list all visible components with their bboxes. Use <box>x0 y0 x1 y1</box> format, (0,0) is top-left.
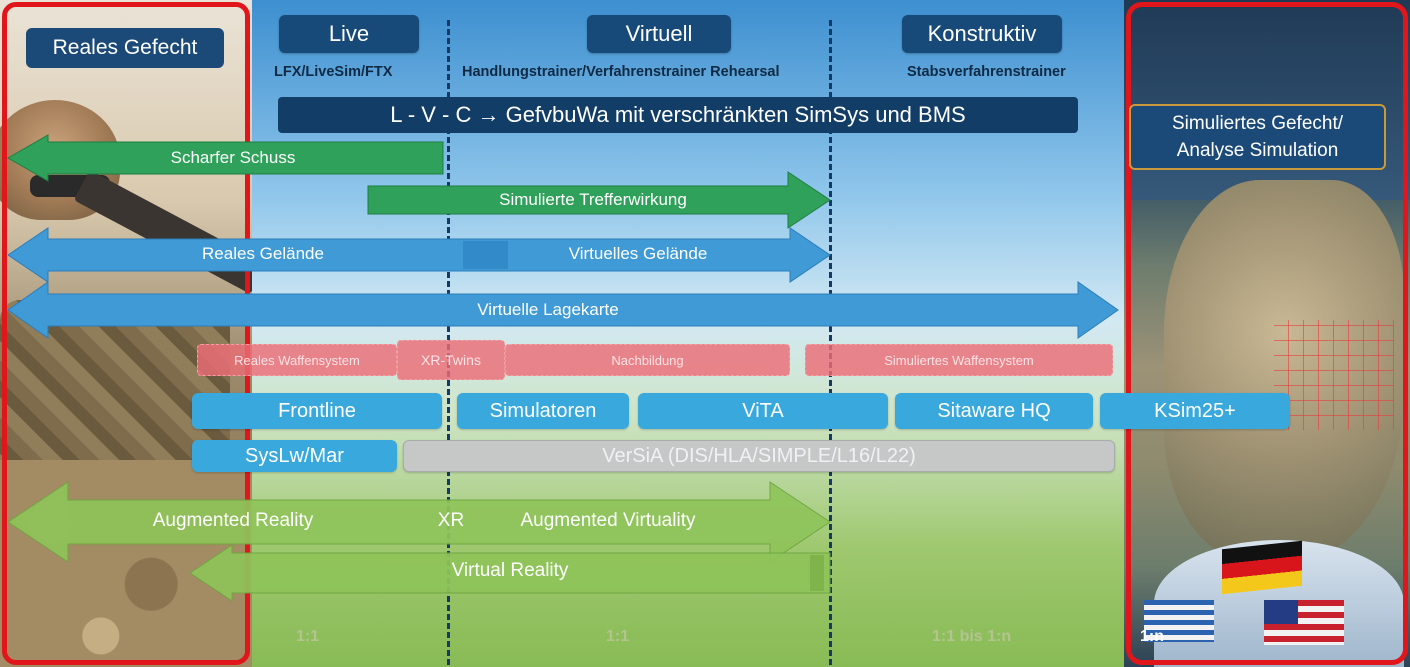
versia-system: VerSiA (DIS/HLA/SIMPLE/L16/L22) <box>403 440 1115 472</box>
us-flag-icon <box>1264 600 1344 645</box>
virtual-constructive-divider <box>829 20 832 665</box>
replica-weapon-system: Nachbildung <box>505 344 790 376</box>
real-weapon-system: Reales Waffensystem <box>197 344 397 376</box>
terrain-arrow-shape <box>7 227 831 283</box>
xr-twins: XR-Twins <box>397 340 505 380</box>
simulation-map-panel <box>1124 0 1410 667</box>
virtual-subtitle: Handlungstrainer/Verfahrenstrainer Rehea… <box>462 64 780 80</box>
vita-system: ViTA <box>638 393 888 429</box>
live-fire-label: Scharfer Schuss <box>170 148 296 167</box>
simulators-system: Simulatoren <box>457 393 629 429</box>
virtual-reality-arrow-shape <box>189 544 831 602</box>
xr-arrow: Augmented Reality XR Augmented Virtualit… <box>7 481 831 563</box>
left-red-frame <box>2 2 250 665</box>
live-subtitle: LFX/LiveSim/FTX <box>274 64 393 80</box>
constructive-ratio: 1:1 bis 1:n <box>932 628 1012 645</box>
augmented-reality-label: Augmented Reality <box>152 510 314 531</box>
augmented-virtuality-label: Augmented Virtuality <box>520 510 696 531</box>
greek-flag-icon <box>1144 600 1214 642</box>
live-fire-arrow-shape <box>6 134 444 182</box>
simulated-hit-arrow: Simulierte Trefferwirkung <box>367 171 831 229</box>
constructive-subtitle: Stabsverfahrenstrainer <box>907 64 1066 80</box>
simulated-weapon-system: Simuliertes Waffensystem <box>805 344 1113 376</box>
soldier-photo-panel <box>0 0 252 667</box>
ksim-system: KSim25+ <box>1100 393 1290 429</box>
xr-arrow-shape <box>7 481 831 563</box>
simulation-ratio: 1:n <box>1140 628 1164 645</box>
constructive-header: Konstruktiv <box>902 15 1062 53</box>
simulated-hit-arrow-shape <box>367 171 831 229</box>
terrain-arrow: Reales Gelände Virtuelles Gelände <box>7 227 831 283</box>
real-combat-label: Reales Gefecht <box>26 28 224 68</box>
lvc-banner: L - V - C → GefvbuWa mit verschränkten S… <box>278 97 1078 133</box>
simulated-combat-label: Simuliertes Gefecht/ Analyse Simulation <box>1129 104 1386 170</box>
virtual-ratio: 1:1 <box>606 628 630 645</box>
virtual-map-arrow-shape <box>7 281 1119 339</box>
real-terrain-label: Reales Gelände <box>202 244 324 263</box>
virtual-reality-label: Virtual Reality <box>451 560 569 581</box>
virtual-reality-arrow: Virtual Reality <box>189 544 831 602</box>
virtual-map-label: Virtuelle Lagekarte <box>477 300 619 319</box>
virtual-header: Virtuell <box>587 15 731 53</box>
live-ratio: 1:1 <box>296 628 320 645</box>
syslw-system: SysLw/Mar <box>192 440 397 472</box>
right-red-frame <box>1126 2 1408 665</box>
live-header: Live <box>279 15 419 53</box>
xr-label: XR <box>437 510 465 531</box>
live-fire-arrow: Scharfer Schuss <box>6 134 444 182</box>
frontline-system: Frontline <box>192 393 442 429</box>
simulated-hit-label: Simulierte Trefferwirkung <box>499 190 687 209</box>
sitaware-system: Sitaware HQ <box>895 393 1093 429</box>
virtual-terrain-label: Virtuelles Gelände <box>568 244 708 263</box>
map-grid-overlay <box>1274 320 1394 430</box>
virtual-map-arrow: Virtuelle Lagekarte <box>7 281 1119 339</box>
